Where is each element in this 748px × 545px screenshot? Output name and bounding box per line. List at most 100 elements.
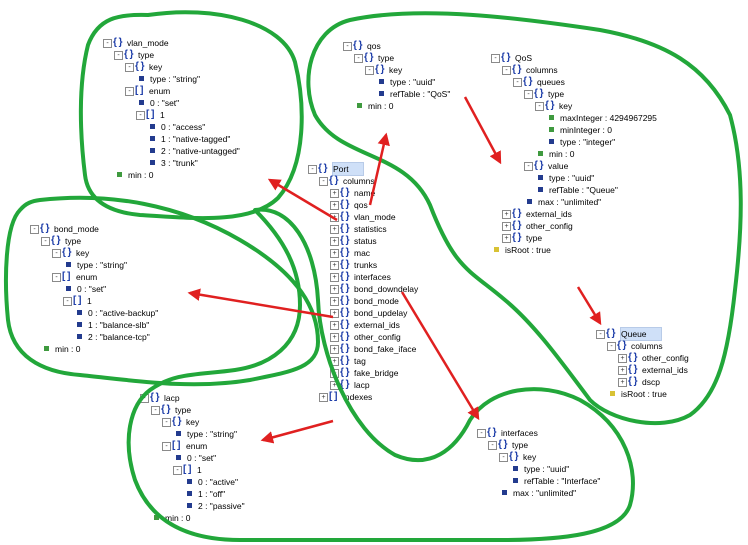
expand-plus-icon[interactable]: + <box>618 378 627 387</box>
tree-node-enum[interactable]: -[ ]enum <box>125 85 170 97</box>
expand-plus-icon[interactable]: + <box>330 369 339 378</box>
object-braces-icon: { } <box>606 328 616 339</box>
collapse-minus-icon[interactable]: - <box>477 429 486 438</box>
collapse-minus-icon[interactable]: - <box>535 102 544 111</box>
tree-node-type: type : "string" <box>63 259 127 271</box>
tree-node-key[interactable]: -{ }key <box>365 64 402 76</box>
expand-plus-icon[interactable]: + <box>330 321 339 330</box>
expand-plus-icon[interactable]: + <box>330 213 339 222</box>
node-label: type : "string" <box>187 429 237 439</box>
tree-node-port[interactable]: -{ }Port <box>308 162 364 176</box>
tree-node-columns[interactable]: -{ }columns <box>319 175 375 187</box>
node-label: min : 0 <box>368 101 394 111</box>
tree-node-key[interactable]: -{ }key <box>535 100 572 112</box>
tree-node-columns[interactable]: -{ }columns <box>502 64 558 76</box>
collapse-minus-icon[interactable]: - <box>52 273 61 282</box>
expand-plus-icon[interactable]: + <box>330 285 339 294</box>
tree-node-enum[interactable]: -[ ]enum <box>162 440 207 452</box>
collapse-minus-icon[interactable]: - <box>114 51 123 60</box>
tree-node-bond_mode[interactable]: -{ }bond_mode <box>30 223 99 235</box>
expand-plus-icon[interactable]: + <box>502 234 511 243</box>
collapse-minus-icon[interactable]: - <box>491 54 500 63</box>
tree-node-key[interactable]: -{ }key <box>162 416 199 428</box>
expand-plus-icon[interactable]: + <box>330 381 339 390</box>
collapse-minus-icon[interactable]: - <box>125 87 134 96</box>
collapse-minus-icon[interactable]: - <box>162 442 171 451</box>
tree-node-qos[interactable]: -{ }QoS <box>491 52 546 64</box>
tree-node-type[interactable]: -{ }type <box>41 235 81 247</box>
tree-node-type[interactable]: -{ }type <box>488 439 528 451</box>
collapse-minus-icon[interactable]: - <box>502 66 511 75</box>
collapse-minus-icon[interactable]: - <box>596 330 605 339</box>
expand-plus-icon[interactable]: + <box>618 354 627 363</box>
collapse-minus-icon[interactable]: - <box>151 406 160 415</box>
collapse-minus-icon[interactable]: - <box>173 466 182 475</box>
node-label: min : 0 <box>55 344 81 354</box>
expand-plus-icon[interactable]: + <box>330 273 339 282</box>
tree-node-enum[interactable]: -[ ]enum <box>52 271 97 283</box>
collapse-minus-icon[interactable]: - <box>488 441 497 450</box>
collapse-minus-icon[interactable]: - <box>308 165 317 174</box>
tree-node-key[interactable]: -{ }key <box>125 61 162 73</box>
collapse-minus-icon[interactable]: - <box>125 63 134 72</box>
value-bullet-icon <box>150 124 155 129</box>
collapse-minus-icon[interactable]: - <box>365 66 374 75</box>
tree-node-1[interactable]: -[ ]1 <box>136 109 165 121</box>
expand-plus-icon[interactable]: + <box>330 261 339 270</box>
expand-plus-icon[interactable]: + <box>330 237 339 246</box>
tree-node-1[interactable]: -[ ]1 <box>63 295 92 307</box>
tree-node-indexes[interactable]: +[ ]indexes <box>319 391 372 403</box>
collapse-minus-icon[interactable]: - <box>52 249 61 258</box>
expand-plus-icon[interactable]: + <box>618 366 627 375</box>
tree-node-type[interactable]: -{ }type <box>354 52 394 64</box>
tree-node-max: max : "unlimited" <box>524 196 601 208</box>
tree-node-qos[interactable]: -{ }qos <box>343 40 381 52</box>
expand-plus-icon[interactable]: + <box>330 201 339 210</box>
tree-node-vlan_mode[interactable]: -{ }vlan_mode <box>103 37 169 49</box>
tree-node-queues[interactable]: -{ }queues <box>513 76 565 88</box>
expand-plus-icon[interactable]: + <box>330 345 339 354</box>
collapse-minus-icon[interactable]: - <box>41 237 50 246</box>
tree-node-key[interactable]: -{ }key <box>499 451 536 463</box>
expand-plus-icon[interactable]: + <box>502 210 511 219</box>
collapse-minus-icon[interactable]: - <box>30 225 39 234</box>
expand-plus-icon[interactable]: + <box>330 333 339 342</box>
collapse-minus-icon[interactable]: - <box>513 78 522 87</box>
collapse-minus-icon[interactable]: - <box>162 418 171 427</box>
tree-node-1[interactable]: -[ ]1 <box>173 464 202 476</box>
tree-node-type[interactable]: -{ }type <box>151 404 191 416</box>
node-label: 1 <box>160 110 165 120</box>
collapse-minus-icon[interactable]: - <box>524 90 533 99</box>
value-bullet-icon <box>513 466 518 471</box>
collapse-minus-icon[interactable]: - <box>63 297 72 306</box>
tree-node-value[interactable]: -{ }value <box>524 160 568 172</box>
tree-node-interfaces[interactable]: -{ }interfaces <box>477 427 538 439</box>
tree-node-other_config[interactable]: +{ }other_config <box>502 220 573 232</box>
tree-node-external_ids[interactable]: +{ }external_ids <box>502 208 572 220</box>
collapse-minus-icon[interactable]: - <box>524 162 533 171</box>
collapse-minus-icon[interactable]: - <box>354 54 363 63</box>
collapse-minus-icon[interactable]: - <box>607 342 616 351</box>
tree-node-key[interactable]: -{ }key <box>52 247 89 259</box>
expand-plus-icon[interactable]: + <box>330 357 339 366</box>
object-braces-icon: { } <box>340 355 350 366</box>
tree-node-lacp[interactable]: -{ }lacp <box>140 392 184 404</box>
expand-plus-icon[interactable]: + <box>319 393 328 402</box>
collapse-minus-icon[interactable]: - <box>103 39 112 48</box>
collapse-minus-icon[interactable]: - <box>499 453 508 462</box>
collapse-minus-icon[interactable]: - <box>140 394 149 403</box>
tree-node-type[interactable]: -{ }type <box>524 88 564 100</box>
expand-plus-icon[interactable]: + <box>330 297 339 306</box>
collapse-minus-icon[interactable]: - <box>319 177 328 186</box>
tree-node-type[interactable]: +{ }type <box>502 232 546 244</box>
tree-node-queue[interactable]: -{ }Queue <box>596 327 662 341</box>
tree-node-type[interactable]: -{ }type <box>114 49 154 61</box>
tree-node-columns[interactable]: -{ }columns <box>607 340 663 352</box>
collapse-minus-icon[interactable]: - <box>343 42 352 51</box>
expand-plus-icon[interactable]: + <box>330 309 339 318</box>
expand-plus-icon[interactable]: + <box>330 189 339 198</box>
collapse-minus-icon[interactable]: - <box>136 111 145 120</box>
expand-plus-icon[interactable]: + <box>502 222 511 231</box>
expand-plus-icon[interactable]: + <box>330 249 339 258</box>
expand-plus-icon[interactable]: + <box>330 225 339 234</box>
